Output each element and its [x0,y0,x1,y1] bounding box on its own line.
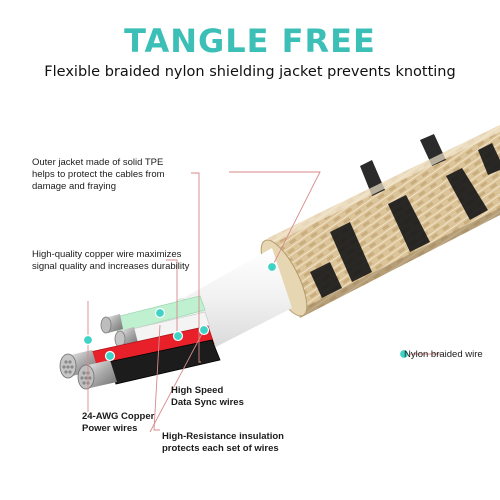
dot-outer-jacket [266,261,278,273]
callout-insulation: High-Resistance insulation protects each… [162,431,284,455]
callout-line: Nylon braided wire [404,349,483,360]
callout-line: Power wires [82,423,138,434]
callout-line: 24-AWG Copper [82,411,155,422]
dot-copper-wire [154,307,166,319]
callout-line: High Speed [171,385,224,396]
callout-line: High-quality copper wire maximizes [32,249,182,260]
callout-outer-jacket: Outer jacket made of solid TPE helps to … [32,157,165,193]
callout-line: damage and fraying [32,181,116,192]
dot-insulation [198,324,210,336]
callout-line: protects each set of wires [162,443,279,454]
leader-lines [87,171,440,433]
wire-black [77,339,221,390]
callout-dots [82,261,410,362]
dot-high-speed [172,330,184,342]
wire-white [114,311,211,348]
callout-high-speed: High Speed Data Sync wires [171,385,244,409]
callout-power-wires: 24-AWG Copper Power wires [82,411,154,435]
callout-line: signal quality and increases durability [32,261,190,272]
page-title: TANGLE FREE [124,22,376,60]
callout-nylon-braid: Nylon braided wire [404,349,483,361]
dot-power-wires [82,334,94,346]
callout-line: High-Resistance insulation [162,431,284,442]
braided-sleeve [260,125,500,318]
page-subtitle: Flexible braided nylon shielding jacket … [44,64,456,80]
callout-copper-wire: High-quality copper wire maximizes signa… [32,249,189,273]
inner-wires [59,295,221,390]
callout-line: helps to protect the cables from [32,169,165,180]
dot-power-wires-2 [104,350,116,362]
callout-line: Data Sync wires [171,397,244,408]
dot-nylon-braid [398,348,410,360]
callout-line: Outer jacket made of solid TPE [32,157,164,168]
